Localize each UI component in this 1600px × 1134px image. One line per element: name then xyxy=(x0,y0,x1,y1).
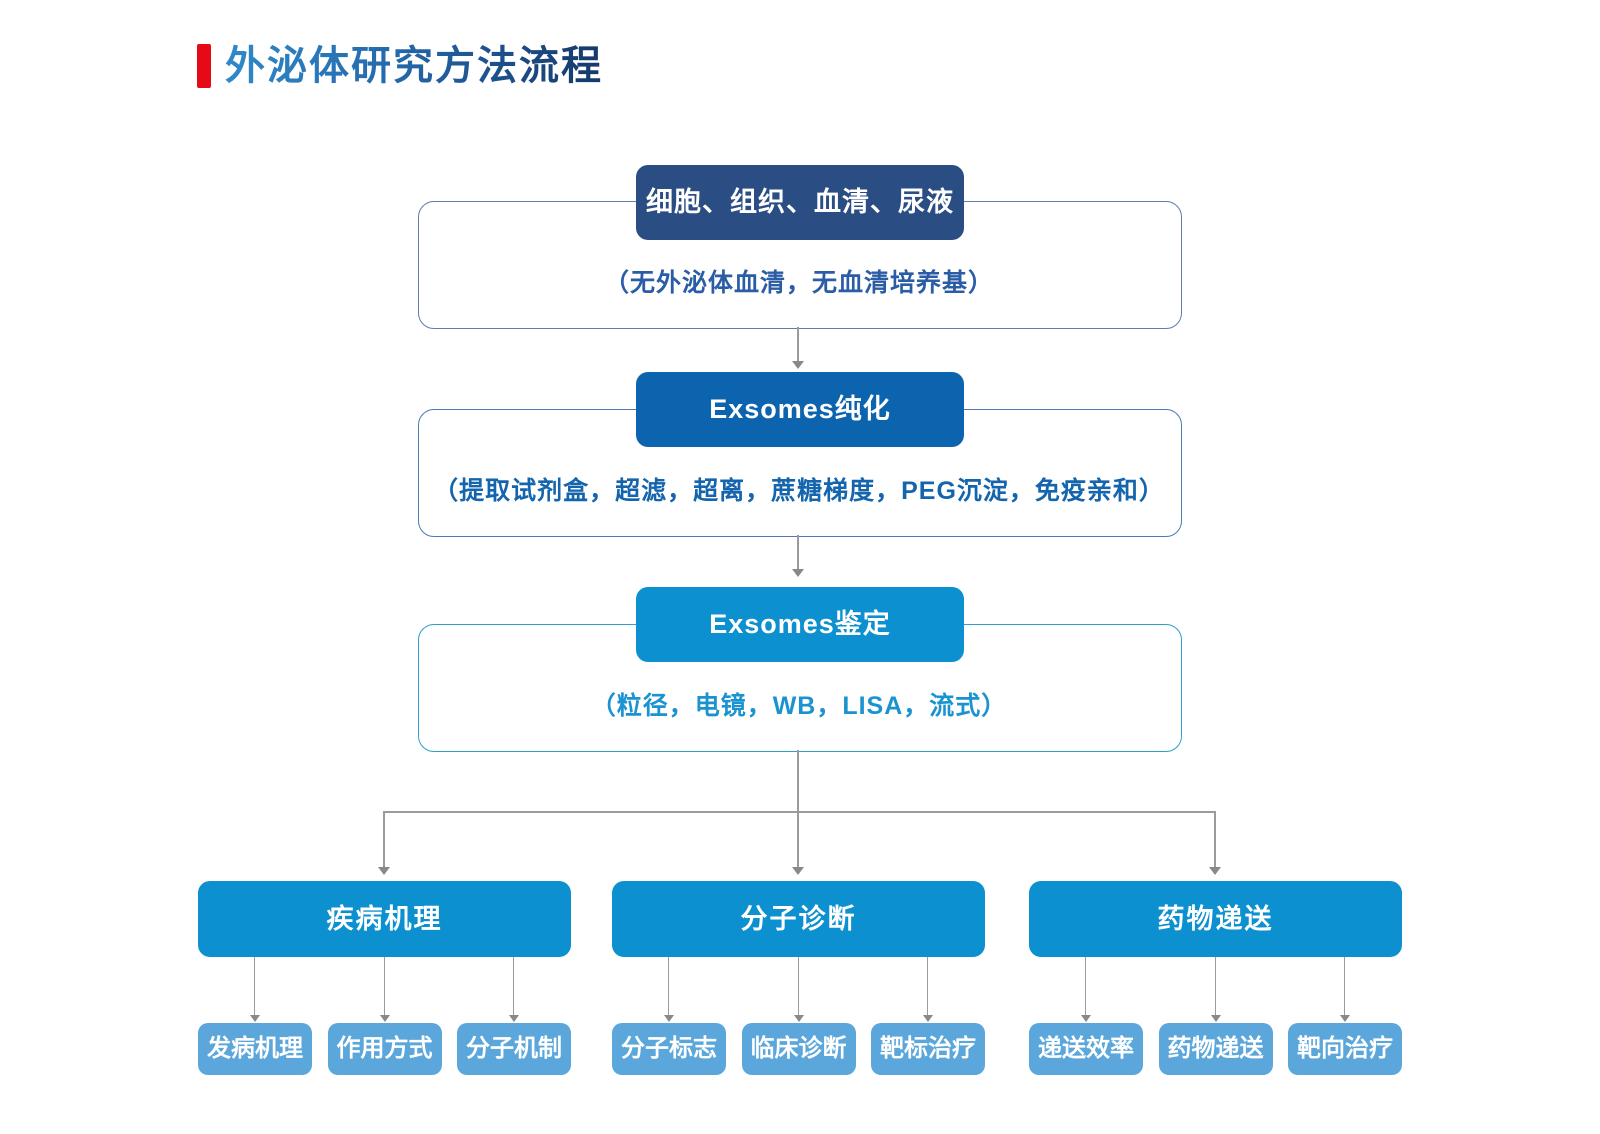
leaf-node-3-2: 药物递送 xyxy=(1158,1023,1273,1075)
branch-group-3: 药物递送 递送效率 药物递送 靶向治疗 xyxy=(1029,881,1402,1075)
branch-group-2: 分子诊断 分子标志 临床诊断 靶标治疗 xyxy=(612,881,985,1075)
arrow-down-icon xyxy=(1214,811,1216,867)
connector-rail xyxy=(384,811,1216,813)
leaf-row: 递送效率 药物递送 靶向治疗 xyxy=(1029,1023,1402,1075)
arrow-down-icon xyxy=(797,535,799,569)
arrow-down-icon xyxy=(513,957,514,1015)
branch-node-3: 药物递送 xyxy=(1029,881,1402,957)
leaf-node-1-2: 作用方式 xyxy=(327,1023,442,1075)
leaf-node-2-1: 分子标志 xyxy=(612,1023,726,1075)
leaf-node-2-3: 靶标治疗 xyxy=(871,1023,985,1075)
arrow-down-icon xyxy=(384,957,385,1015)
leaf-node-2-2: 临床诊断 xyxy=(741,1023,856,1075)
stage-2-node: Exsomes纯化 xyxy=(636,372,964,447)
arrow-down-icon xyxy=(797,811,799,867)
arrow-down-icon xyxy=(1344,957,1345,1015)
page-title: 外泌体研究方法流程 xyxy=(197,42,603,90)
connector-stem xyxy=(797,750,799,812)
arrow-down-icon xyxy=(668,957,669,1015)
arrow-down-icon xyxy=(254,957,255,1015)
leaf-row: 发病机理 作用方式 分子机制 xyxy=(198,1023,571,1075)
title-accent-bar xyxy=(197,44,211,88)
leaf-node-3-1: 递送效率 xyxy=(1029,1023,1143,1075)
stage-3-note: （粒径，电镜，WB，LISA，流式） xyxy=(590,692,1008,720)
leaf-row: 分子标志 临床诊断 靶标治疗 xyxy=(612,1023,985,1075)
leaf-node-1-1: 发病机理 xyxy=(198,1023,312,1075)
page-title-text: 外泌体研究方法流程 xyxy=(225,44,603,88)
stage-1-node: 细胞、组织、血清、尿液 xyxy=(636,165,964,240)
branch-node-1: 疾病机理 xyxy=(198,881,571,957)
branch-group-1: 疾病机理 发病机理 作用方式 分子机制 xyxy=(198,881,571,1075)
leaf-node-3-3: 靶向治疗 xyxy=(1288,1023,1402,1075)
stage-3-node: Exsomes鉴定 xyxy=(636,587,964,662)
branch-node-2: 分子诊断 xyxy=(612,881,985,957)
arrow-down-icon xyxy=(1215,957,1216,1015)
stage-2-note: （提取试剂盒，超滤，超离，蔗糖梯度，PEG沉淀，免疫亲和） xyxy=(433,477,1165,505)
arrow-down-icon xyxy=(798,957,799,1015)
arrow-down-icon xyxy=(383,811,385,867)
arrow-down-icon xyxy=(927,957,928,1015)
arrow-down-icon xyxy=(797,327,799,361)
leaf-node-1-3: 分子机制 xyxy=(457,1023,571,1075)
arrow-down-icon xyxy=(1085,957,1086,1015)
stage-1-note: （无外泌体血清，无血清培养基） xyxy=(603,269,994,297)
